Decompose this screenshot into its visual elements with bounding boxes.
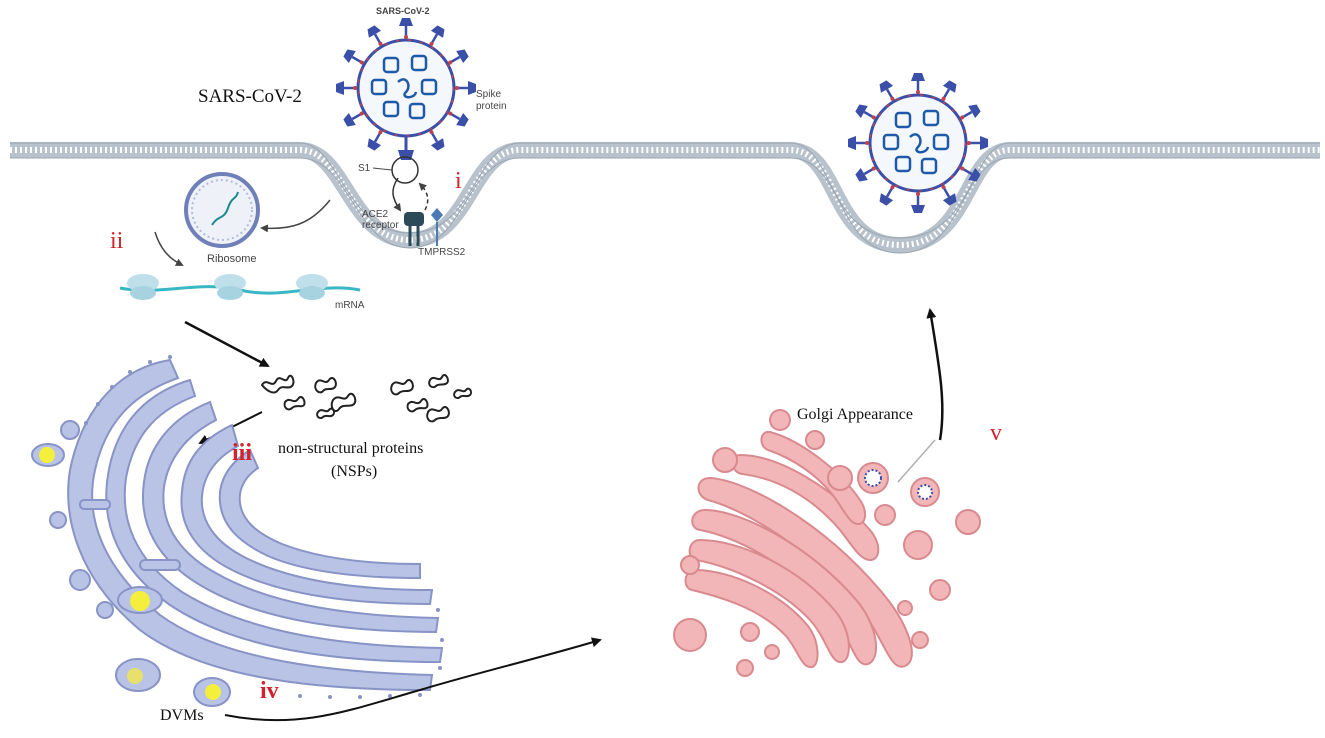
ace2-receptor-label: ACE2 receptor	[362, 209, 399, 231]
nsps-label-line1: non-structural proteins	[278, 440, 424, 457]
ribosome-1	[127, 274, 159, 300]
ribosome-2	[214, 274, 246, 300]
golgi-appearance-label: Golgi Appearance	[797, 406, 913, 423]
step-ii-label: ii	[110, 228, 124, 254]
viral-rna-vesicle	[154, 172, 331, 266]
tmprss2-label: TMPRSS2	[418, 247, 466, 258]
arrow-golgi-to-membrane	[926, 308, 944, 441]
virus-top-title: SARS-CoV-2	[376, 6, 430, 16]
mrna-strand	[119, 274, 361, 300]
endoplasmic-reticulum	[31, 358, 444, 707]
virus-side-title: SARS-CoV-2	[198, 86, 302, 107]
golgi-virus-vesicles	[857, 439, 940, 507]
step-i-label: i	[455, 168, 462, 194]
mrna-label: mRNA	[335, 300, 365, 311]
er-ribosome-dots	[84, 355, 444, 699]
arrow-dvms-to-golgi	[224, 637, 602, 722]
arrow-mrna-to-nsps	[184, 320, 270, 368]
ace2-receptor-complex	[372, 156, 443, 246]
step-iv-label: iv	[260, 678, 279, 704]
nsps-label-line2: (NSPs)	[331, 463, 378, 480]
spike-protein-label: Spike protein	[476, 89, 507, 112]
s1-label: S1	[358, 163, 371, 174]
golgi-apparatus	[673, 409, 981, 677]
nsp-proteins	[260, 373, 473, 423]
sars-cov-2-virus-entry	[334, 16, 478, 160]
cell-membrane	[10, 142, 1320, 254]
step-v-label: v	[990, 420, 1002, 446]
sars-cov-2-virus-release	[846, 71, 990, 215]
step-iii-label: iii	[232, 440, 253, 466]
dvms-label: DVMs	[160, 707, 204, 724]
ribosome-3	[296, 274, 328, 300]
er-yellow-vesicles	[39, 447, 221, 700]
ribosome-label: Ribosome	[207, 253, 257, 265]
